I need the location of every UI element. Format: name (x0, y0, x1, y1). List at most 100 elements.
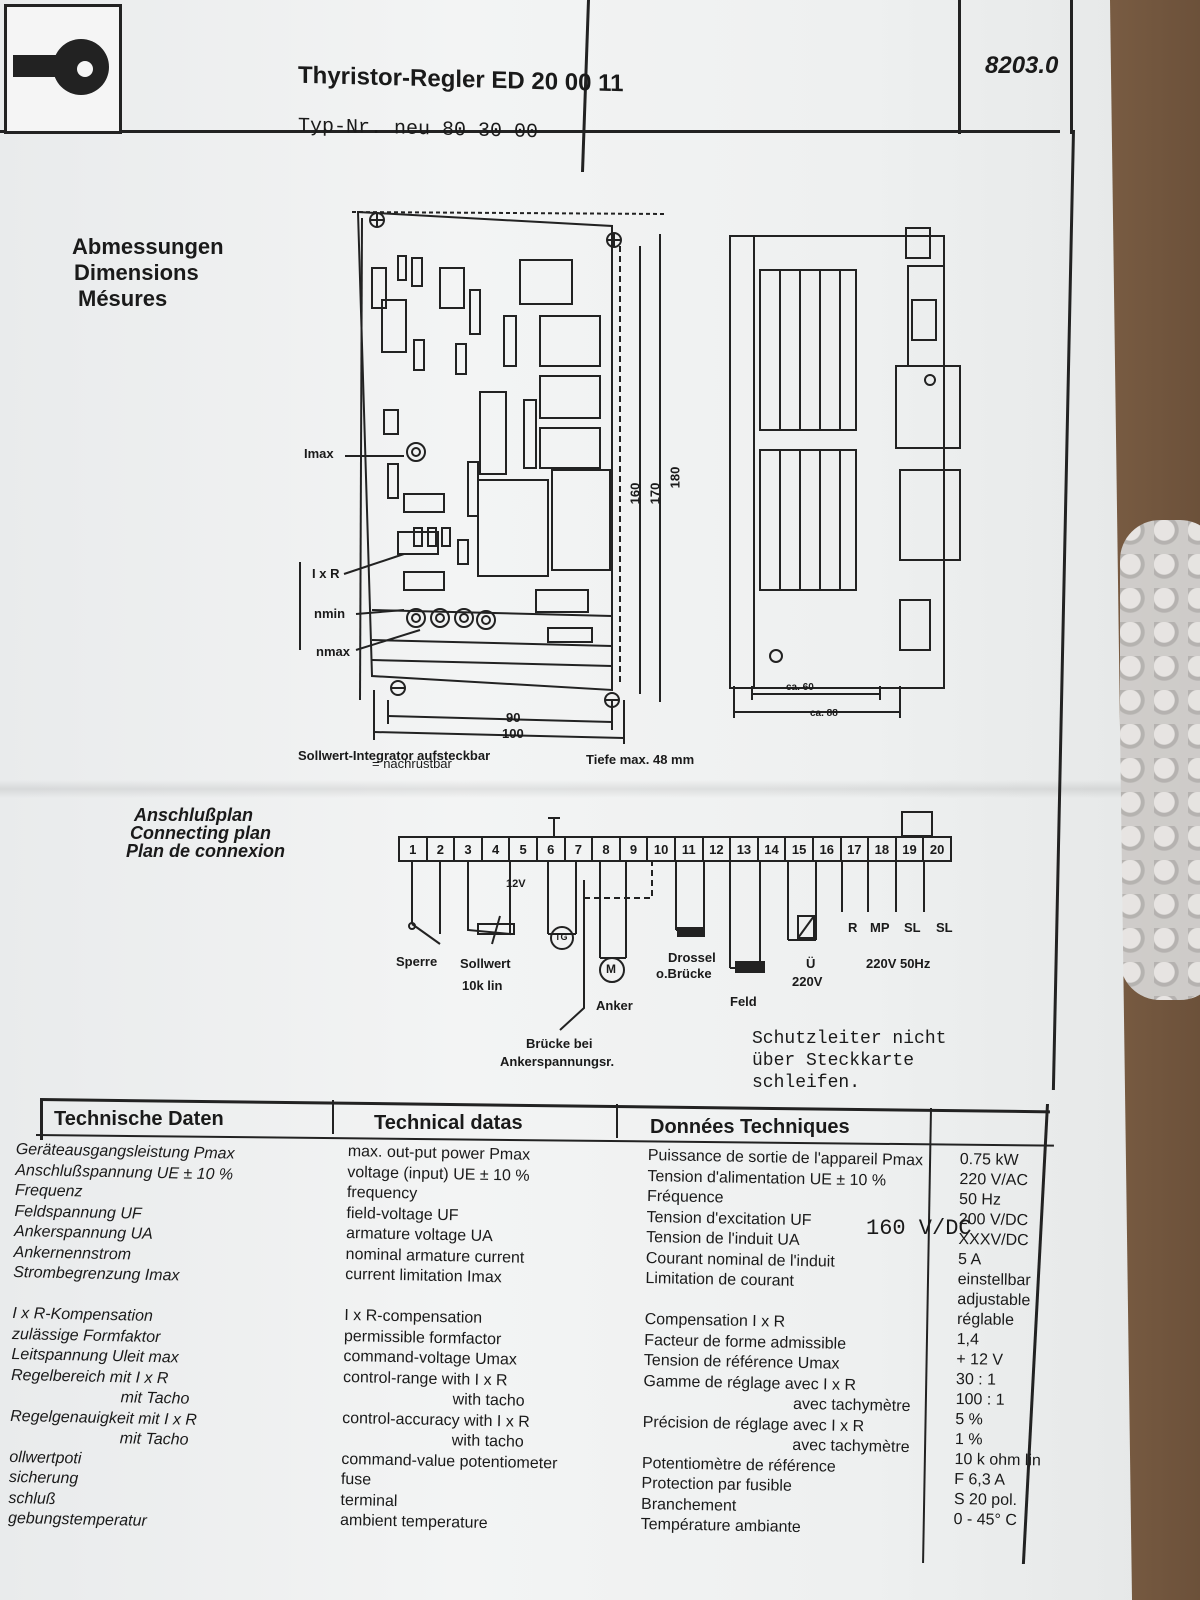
tech-value-row: 30 : 1 (955, 1370, 997, 1389)
v220-label: 220V (792, 974, 823, 989)
datasheet-page: Thyristor-Regler ED 20 00 11 Typ-Nr. neu… (0, 0, 1132, 1600)
terminal-sl2-label: SL (936, 920, 953, 935)
header-divider-edge (1070, 0, 1073, 134)
tg-label: TG (555, 932, 568, 942)
note-line-3: schleifen. (752, 1073, 861, 1093)
conn-heading-de: Anschlußplan (134, 805, 254, 825)
ixr-label: I x R (312, 566, 340, 581)
handwritten-voltage: 160 V/DC (866, 1216, 972, 1241)
anker-label: Anker (596, 998, 633, 1013)
nmax-label: nmax (316, 644, 350, 659)
tech-value-row: einstellbar (957, 1270, 1031, 1290)
terminal-16: 16 (814, 838, 842, 860)
dimensions-heading: Abmessungen Dimensions Mésures (72, 234, 224, 312)
terminal-17: 17 (842, 838, 870, 860)
terminal-2: 2 (428, 838, 456, 860)
heading-en: Dimensions (74, 260, 199, 285)
terminal-15: 15 (786, 838, 814, 860)
tech-header-fr: Données Techniques (650, 1116, 850, 1138)
terminal-13: 13 (731, 838, 759, 860)
terminal-1: 1 (400, 838, 428, 860)
terminal-5: 5 (510, 838, 538, 860)
terminal-sl1-label: SL (904, 920, 921, 935)
terminal-19: 19 (897, 838, 925, 860)
terminal-mp-label: MP (870, 920, 890, 935)
sollwert-integrator-note: Sollwert-Integrator aufsteckbar (298, 748, 491, 763)
conn-heading-fr: Plan de connexion (126, 841, 286, 861)
tech-fr-row: Température ambiante (640, 1515, 801, 1537)
brucke-label-2: Ankerspannungsr. (500, 1054, 615, 1069)
header-divider-right (958, 0, 961, 134)
lin-label: 10k lin (462, 978, 503, 993)
sperre-label: Sperre (396, 954, 438, 969)
table-col-div-1 (332, 1100, 334, 1134)
tech-value-row: F 6,3 A (954, 1470, 1006, 1489)
terminal-3: 3 (455, 838, 483, 860)
brucke-label-1: Brücke bei (526, 1036, 593, 1051)
imax-label: Imax (304, 446, 334, 461)
v12-label: 12V (506, 878, 526, 890)
heading-de: Abmessungen (72, 234, 224, 259)
tech-de-row: gebungstemperatur (7, 1509, 147, 1530)
terminal-9: 9 (621, 838, 649, 860)
u-label: Ü (806, 956, 816, 971)
company-logo (4, 4, 122, 134)
obrucke-label: o.Brücke (656, 966, 712, 981)
paper-fold (0, 780, 1132, 798)
terminal-18: 18 (869, 838, 897, 860)
tech-value-row: réglable (956, 1310, 1015, 1329)
table-col-div-2 (616, 1104, 618, 1138)
tech-header-de: Technische Daten (54, 1108, 224, 1130)
terminal-r-label: R (848, 920, 858, 935)
protective-earth-note: Schutzleiter nicht über Steckkarte schle… (752, 1028, 946, 1094)
tech-value-row: 1 % (954, 1430, 983, 1449)
mains-label: 220V 50Hz (866, 956, 931, 971)
dim-100: 100 (502, 726, 524, 741)
terminal-20: 20 (929, 841, 945, 857)
dimension-drawing (299, 210, 961, 744)
document-number: 8203.0 (985, 52, 1059, 79)
terminal-10: 10 (648, 838, 676, 860)
terminal-7: 7 (566, 838, 594, 860)
note-line-2: über Steckkarte (752, 1051, 915, 1071)
nmin-label: nmin (314, 606, 346, 621)
tech-value-row: + 12 V (956, 1350, 1004, 1369)
key-logo-icon (13, 39, 109, 95)
dim-ca88: ca. 88 (810, 708, 838, 719)
table-left-rule (40, 1100, 43, 1140)
tech-value-row: 100 : 1 (955, 1390, 1005, 1409)
tech-value-row: 0 - 45° C (953, 1510, 1018, 1530)
tech-value-row: 0.75 kW (959, 1150, 1019, 1170)
connection-diagram (408, 811, 933, 1031)
bubble-wrap (1120, 520, 1200, 1000)
terminal-14: 14 (759, 838, 787, 860)
tech-value-row: 5 A (957, 1250, 982, 1269)
terminal-4: 4 (483, 838, 511, 860)
motor-label: M (606, 962, 616, 976)
terminal-6: 6 (538, 838, 566, 860)
tech-value-row: adjustable (957, 1290, 1031, 1310)
tech-value-row: 5 % (955, 1410, 984, 1429)
tech-en-row: ambient temperature (339, 1511, 488, 1533)
dim-ca60: ca. 60 (786, 682, 814, 693)
conn-heading-en: Connecting plan (130, 823, 271, 843)
sollwert-label: Sollwert (460, 956, 511, 971)
tech-value-row: 10 k ohm lin (954, 1450, 1041, 1470)
tech-value-row: 1,4 (956, 1330, 980, 1349)
nachrustbar-note: = nachrüstbar (372, 756, 452, 771)
terminal-11: 11 (676, 838, 704, 860)
tech-value-row: 50 Hz (958, 1190, 1002, 1209)
note-line-1: Schutzleiter nicht (752, 1029, 947, 1049)
drossel-label: Drossel (668, 950, 716, 965)
terminal-8: 8 (593, 838, 621, 860)
feld-label: Feld (730, 994, 757, 1009)
terminal-12: 12 (704, 838, 732, 860)
heading-fr: Mésures (78, 286, 168, 311)
header-bottom-rule (0, 130, 1060, 133)
tech-value-row: 220 V/AC (959, 1170, 1029, 1190)
depth-note: Tiefe max. 48 mm (586, 752, 695, 767)
